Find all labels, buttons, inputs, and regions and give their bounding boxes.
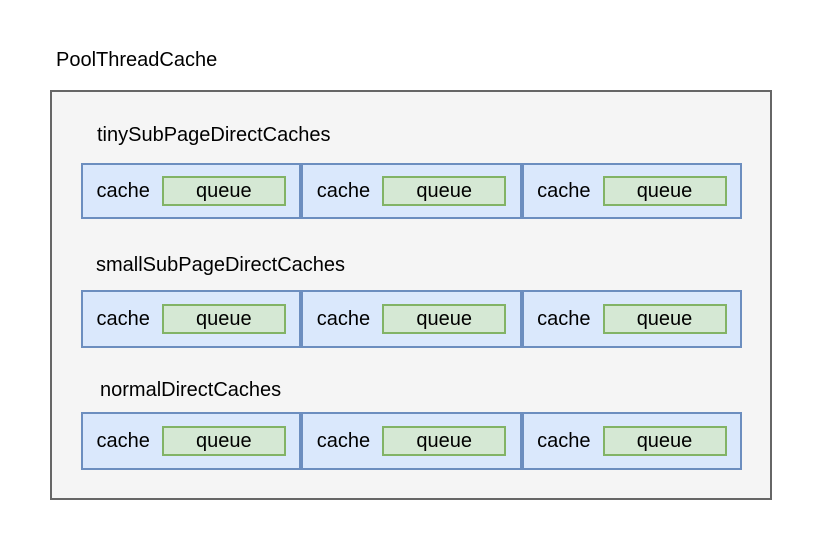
queue-box: queue [382,176,506,206]
queue-box: queue [162,304,286,334]
cache-label: cache [537,430,590,452]
cache-label: cache [96,430,149,452]
cache-cell: cache queue [81,290,301,348]
queue-label: queue [416,431,472,451]
pool-thread-cache-box: tinySubPageDirectCaches cache queue cach… [50,90,772,500]
group-label-small-sub-page-direct-caches: smallSubPageDirectCaches [96,253,345,277]
cache-label: cache [537,308,590,330]
diagram-title: PoolThreadCache [56,48,217,72]
queue-label: queue [196,181,252,201]
group-label-normal-direct-caches: normalDirectCaches [100,378,281,402]
queue-box: queue [603,426,727,456]
cache-row-tiny: cache queue cache queue cache queue [81,163,742,219]
queue-label: queue [416,309,472,329]
cache-row-small: cache queue cache queue cache queue [81,290,742,348]
cache-cell: cache queue [522,163,742,219]
queue-box: queue [162,426,286,456]
cache-label: cache [96,308,149,330]
group-label-tiny-sub-page-direct-caches: tinySubPageDirectCaches [97,123,330,147]
queue-label: queue [196,309,252,329]
cache-cell: cache queue [522,412,742,470]
queue-box: queue [382,304,506,334]
cache-cell: cache queue [81,163,301,219]
cache-label: cache [317,180,370,202]
cache-label: cache [96,180,149,202]
cache-label: cache [317,308,370,330]
queue-box: queue [162,176,286,206]
queue-box: queue [603,304,727,334]
cache-label: cache [537,180,590,202]
queue-label: queue [637,181,693,201]
queue-label: queue [637,309,693,329]
queue-box: queue [603,176,727,206]
cache-label: cache [317,430,370,452]
cache-cell: cache queue [301,290,521,348]
queue-label: queue [416,181,472,201]
cache-cell: cache queue [301,412,521,470]
cache-cell: cache queue [522,290,742,348]
queue-box: queue [382,426,506,456]
cache-row-normal: cache queue cache queue cache queue [81,412,742,470]
cache-cell: cache queue [81,412,301,470]
queue-label: queue [637,431,693,451]
cache-cell: cache queue [301,163,521,219]
queue-label: queue [196,431,252,451]
